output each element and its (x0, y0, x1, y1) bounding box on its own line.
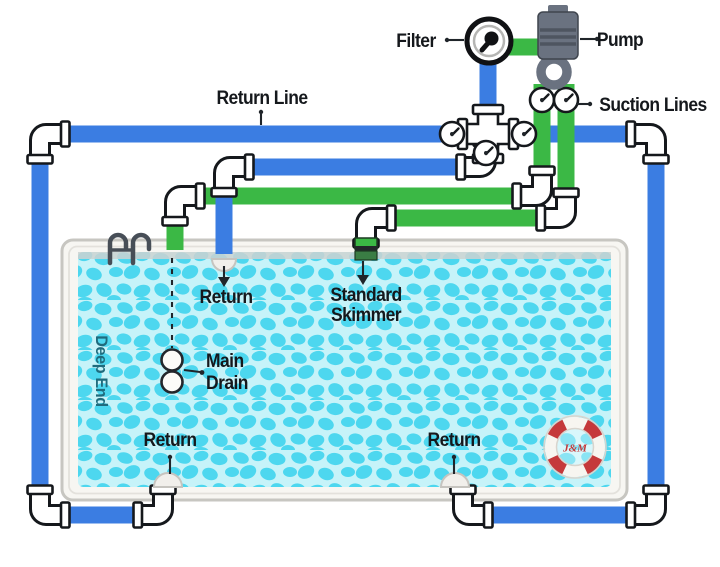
deep-end-label: Deep End (92, 335, 111, 407)
filter-device (464, 16, 514, 66)
bottom-right-return-outlet (439, 472, 471, 488)
main-drain-label-line2: Drain (206, 371, 248, 393)
pool-water (78, 252, 611, 487)
pump-strainer-ring (536, 54, 572, 90)
elbow-bottom-right-outer (627, 486, 669, 528)
top-wall-return-outlet (210, 258, 238, 272)
pump-device (536, 5, 579, 90)
elbow-left-suction-riser (513, 167, 555, 209)
pool (60, 238, 629, 502)
skimmer-body (354, 237, 378, 261)
elbow-top-right (627, 122, 669, 164)
valve-suction-right (552, 86, 580, 114)
valve-suction-left (528, 86, 556, 114)
main-drain-label-line1: Main (206, 349, 244, 371)
label-pointers (167, 36, 600, 474)
return-top-label: Return (199, 285, 252, 307)
main-drain (160, 258, 184, 394)
valve-return-left (438, 120, 466, 148)
pool-ladder-icon (107, 232, 152, 266)
return-bottom-right-label: Return (427, 428, 480, 450)
pump-label: Pump (597, 28, 644, 50)
elbow-main-drain (163, 184, 205, 226)
return-line-label: Return Line (216, 86, 307, 108)
life-ring-logo: J&M (543, 415, 607, 479)
labels: Filter Pump Return Line Suction Lines Re… (92, 28, 708, 450)
filter-label: Filter (396, 29, 436, 51)
elbow-top-left (28, 122, 70, 164)
standard-skimmer-label-line1: Standard (330, 283, 401, 305)
pool-deck-inner-line (68, 245, 621, 495)
return-pipes-blue (31, 62, 665, 524)
standard-skimmer-label-line2: Skimmer (331, 303, 401, 325)
return-bottom-left-label: Return (143, 428, 196, 450)
valve-branch (472, 139, 500, 167)
suction-lines-label: Suction Lines (599, 93, 707, 115)
pool-wall-fittings (152, 258, 471, 488)
valve-return-right (510, 120, 538, 148)
waterline-strip (78, 252, 611, 259)
logo-center-text: J&M (562, 443, 588, 455)
